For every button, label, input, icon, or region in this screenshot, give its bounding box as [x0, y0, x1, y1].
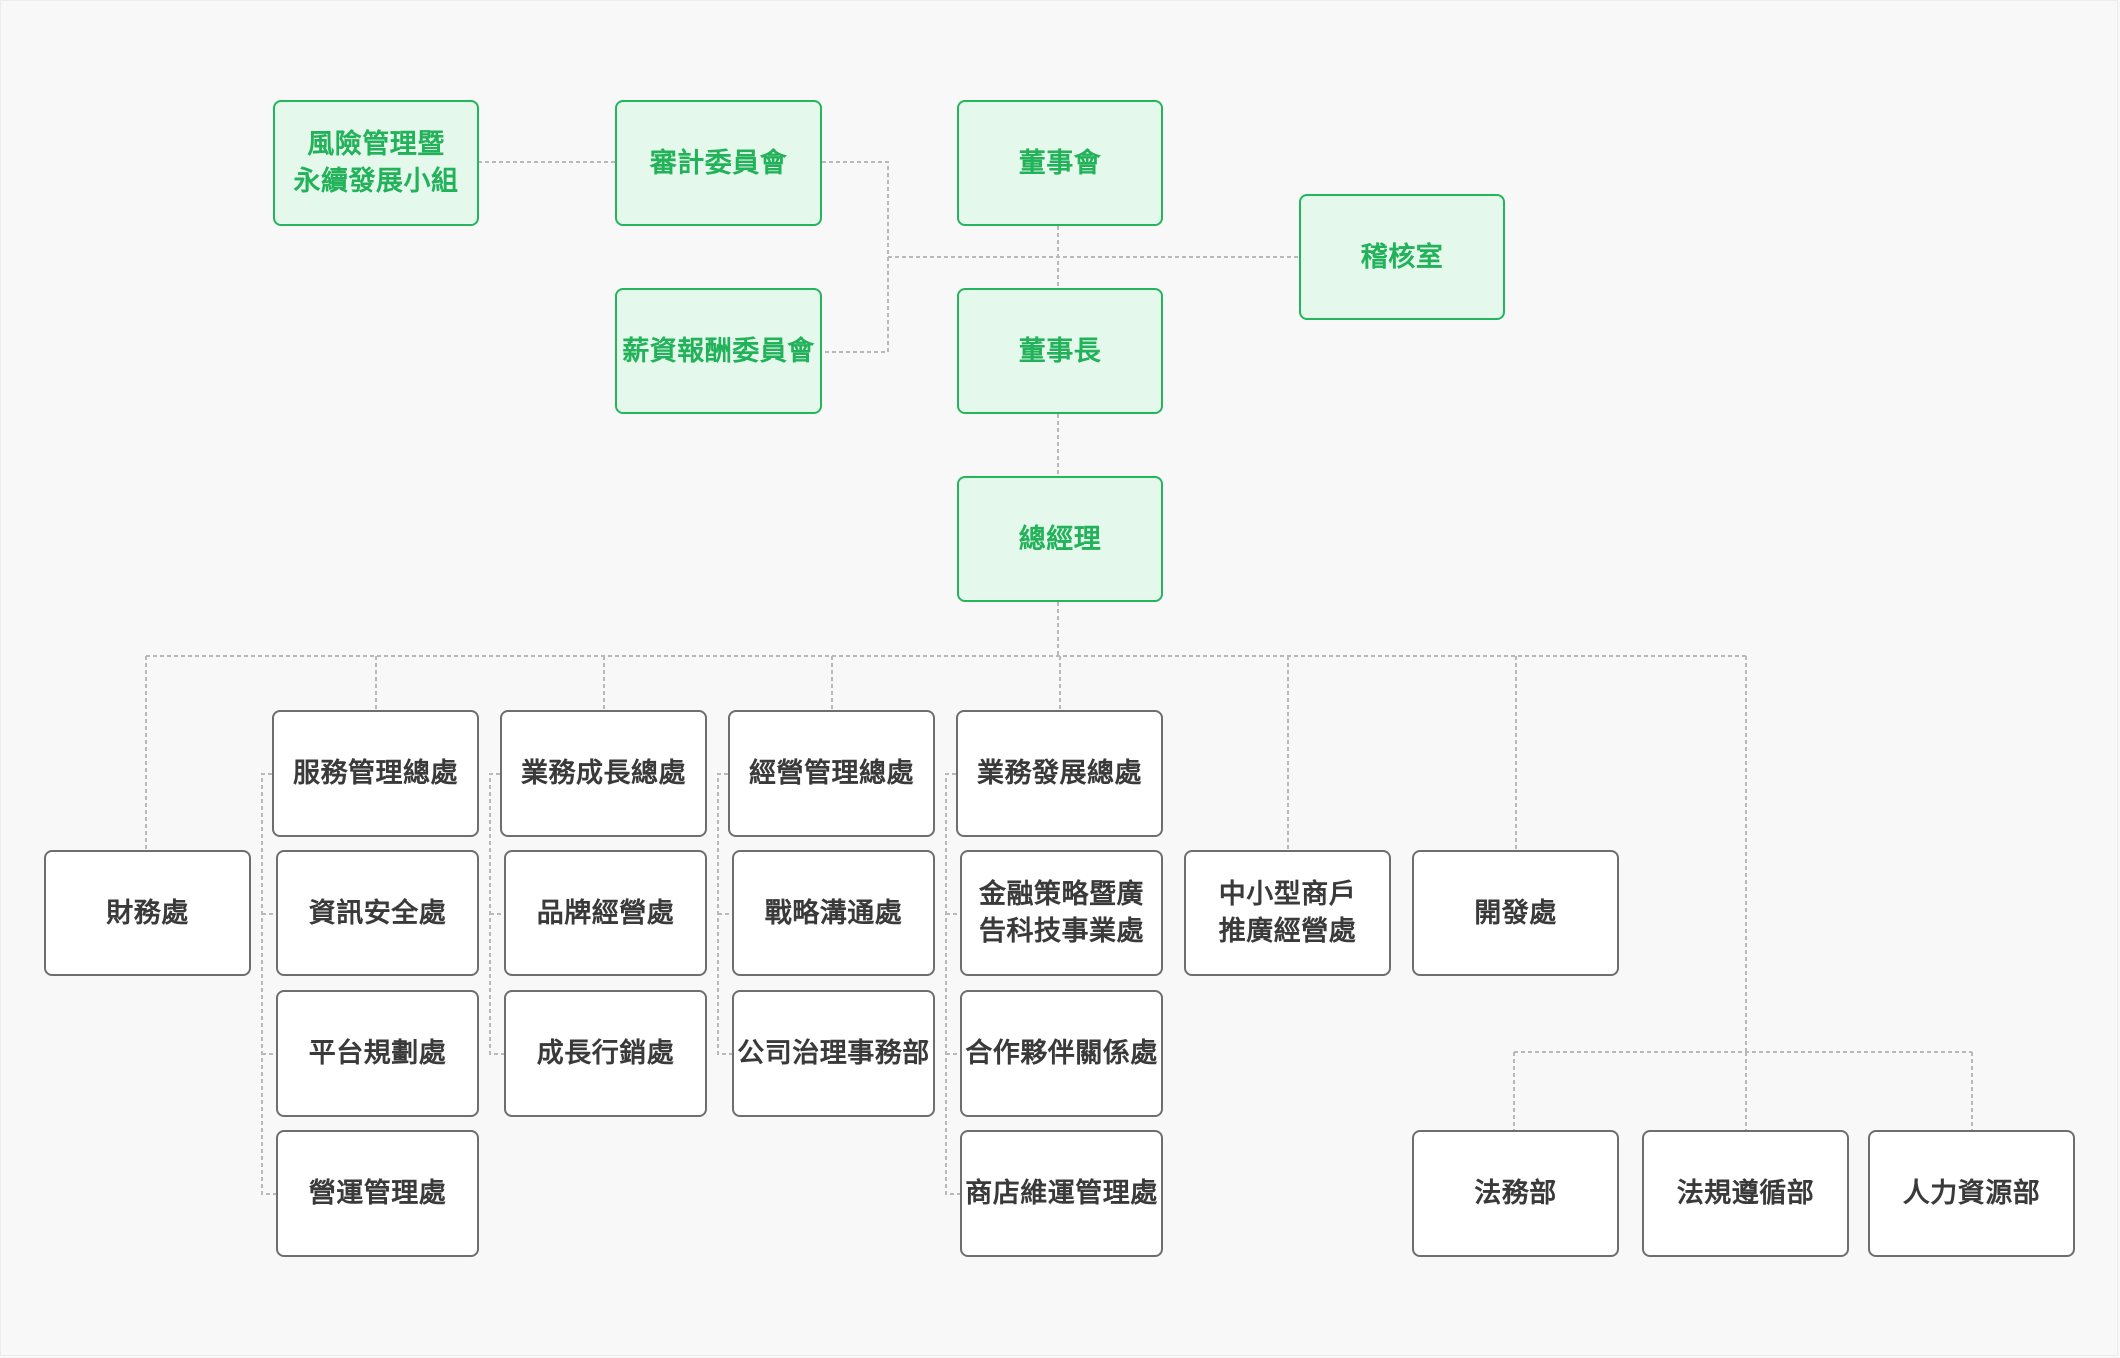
node-business-mgmt: 經營管理總處	[728, 710, 935, 837]
node-president: 總經理	[957, 476, 1163, 602]
connector-committees	[822, 161, 889, 353]
node-development: 開發處	[1412, 850, 1619, 976]
node-risk-group: 風險管理暨 永續發展小組	[273, 100, 479, 226]
node-compliance: 法規遵循部	[1642, 1130, 1849, 1257]
node-service-mgmt: 服務管理總處	[272, 710, 479, 837]
node-audit-committee: 審計委員會	[615, 100, 822, 226]
node-finance: 財務處	[44, 850, 251, 976]
connector-col-mgmt	[717, 773, 732, 1055]
node-brand-ops: 品牌經營處	[504, 850, 707, 976]
node-hr: 人力資源部	[1868, 1130, 2075, 1257]
node-info-security: 資訊安全處	[276, 850, 479, 976]
connector-col-growth	[489, 773, 504, 1055]
node-sme-promotion: 中小型商戶 推廣經營處	[1184, 850, 1391, 976]
node-chairman: 董事長	[957, 288, 1163, 414]
node-store-ops: 商店維運管理處	[960, 1130, 1163, 1257]
node-strategy-comm: 戰略溝通處	[732, 850, 935, 976]
node-board: 董事會	[957, 100, 1163, 226]
node-legal: 法務部	[1412, 1130, 1619, 1257]
node-business-growth: 業務成長總處	[500, 710, 707, 837]
node-corp-governance: 公司治理事務部	[732, 990, 935, 1117]
node-audit-office: 稽核室	[1299, 194, 1505, 320]
connector-col-service	[261, 773, 276, 1195]
node-operations-mgmt: 營運管理處	[276, 1130, 479, 1257]
node-platform-planning: 平台規劃處	[276, 990, 479, 1117]
node-fintech-ad: 金融策略暨廣 告科技事業處	[960, 850, 1163, 976]
connector-col-bizdev	[945, 773, 960, 1195]
node-compensation-committee: 薪資報酬委員會	[615, 288, 822, 414]
node-business-dev: 業務發展總處	[956, 710, 1163, 837]
node-growth-marketing: 成長行銷處	[504, 990, 707, 1117]
node-partner-relations: 合作夥伴關係處	[960, 990, 1163, 1117]
